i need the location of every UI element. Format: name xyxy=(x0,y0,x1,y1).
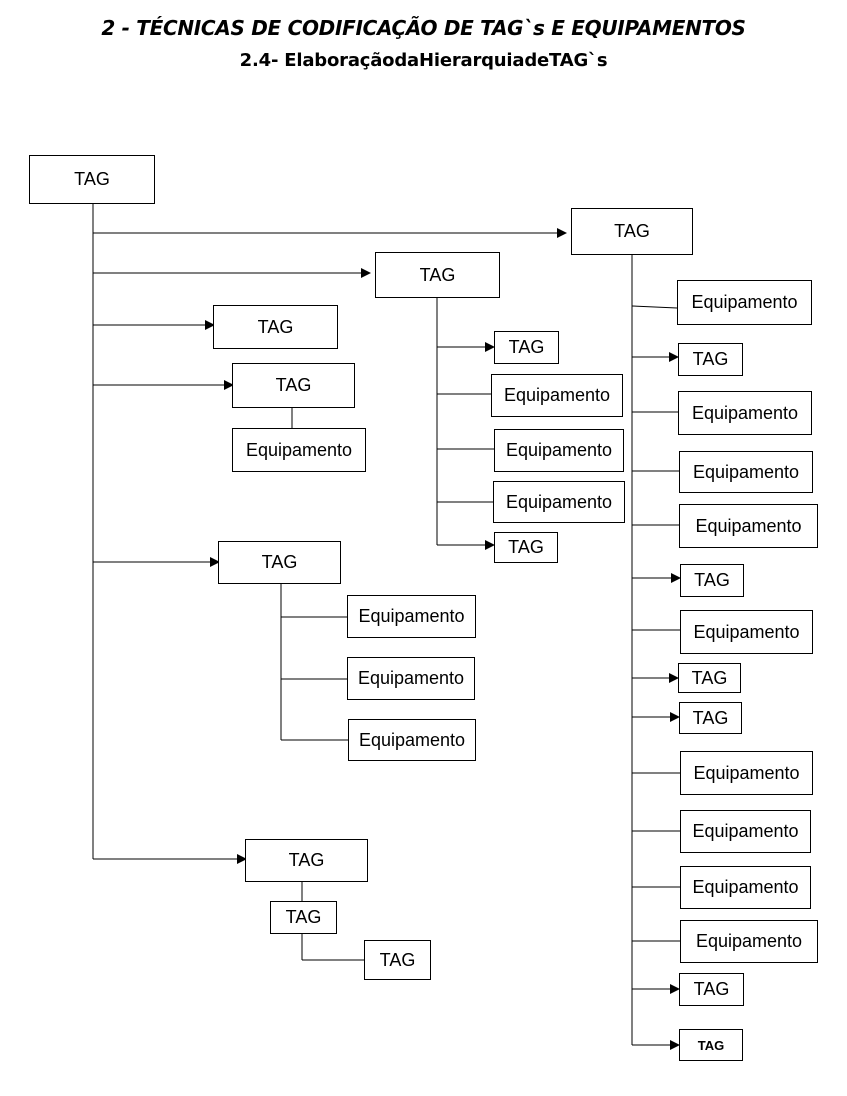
equipment-node: Equipamento xyxy=(679,504,818,548)
equipment-node: Equipamento xyxy=(348,719,476,761)
equipment-node: Equipamento xyxy=(493,481,625,523)
tag-node: TAG xyxy=(494,331,559,364)
page-title: 2 - TÉCNICAS DE CODIFICAÇÃO DE TAG`s E E… xyxy=(101,16,746,40)
tag-node: TAG xyxy=(679,702,742,734)
equipment-node: Equipamento xyxy=(680,810,811,853)
tag-node: TAG xyxy=(245,839,368,882)
tag-node: TAG xyxy=(270,901,337,934)
equipment-node: Equipamento xyxy=(347,595,476,638)
tag-node: TAG xyxy=(679,1029,743,1061)
equipment-node: Equipamento xyxy=(680,610,813,654)
tag-node: TAG xyxy=(218,541,341,584)
equipment-node: Equipamento xyxy=(491,374,623,417)
equipment-node: Equipamento xyxy=(678,391,812,435)
tag-node-root: TAG xyxy=(29,155,155,204)
equipment-node: Equipamento xyxy=(232,428,366,472)
tag-node: TAG xyxy=(213,305,338,349)
equipment-node: Equipamento xyxy=(677,280,812,325)
equipment-node: Equipamento xyxy=(680,866,811,909)
tag-node: TAG xyxy=(678,663,741,693)
section-subtitle: 2.4- ElaboraçãodaHierarquiadeTAG`s xyxy=(239,50,608,71)
tag-node: TAG xyxy=(678,343,743,376)
tag-node: TAG xyxy=(364,940,431,980)
equipment-node: Equipamento xyxy=(347,657,475,700)
equipment-node: Equipamento xyxy=(679,451,813,493)
tag-node: TAG xyxy=(679,973,744,1006)
tag-node: TAG xyxy=(680,564,744,597)
tag-node: TAG xyxy=(232,363,355,408)
tag-node: TAG xyxy=(494,532,558,563)
equipment-node: Equipamento xyxy=(680,751,813,795)
tag-node-right: TAG xyxy=(571,208,693,255)
tag-node-middle: TAG xyxy=(375,252,500,298)
equipment-node: Equipamento xyxy=(680,920,818,963)
equipment-node: Equipamento xyxy=(494,429,624,472)
